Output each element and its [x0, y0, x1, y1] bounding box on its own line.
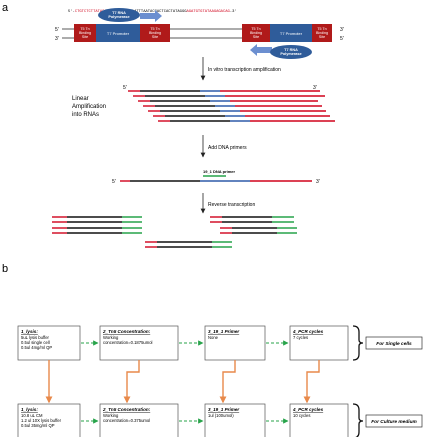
protocol-step-box: [99, 325, 179, 361]
construct-right: 3' 5' T5 Tn Binding Site T7 Promoter T5 …: [242, 24, 344, 59]
polymerase-label: T7 RNA: [284, 48, 298, 52]
group-label: For Single cells: [376, 341, 412, 347]
sequence-prefix: 5'-: [68, 9, 75, 14]
protocol-step-title: 2_Tn5 Concentration:: [102, 407, 151, 412]
flow-orange-arrow: [219, 360, 236, 404]
protocol-step-title: 1_lysis:: [21, 407, 38, 412]
step-label-rt: Reverse transcription: [208, 202, 255, 208]
rna-5prime-label: 5': [123, 85, 127, 91]
sequence-red-end: AGATGTGTATAAGAGACAG: [187, 10, 231, 14]
box-label: Binding: [149, 31, 161, 35]
tn5-binding-site-box: [74, 24, 96, 42]
box-label: Binding: [250, 31, 262, 35]
protocol-step-line: 1.2 ul 10X lysis buffer: [21, 418, 62, 423]
step-label-ivt: In vitro transcription amplification: [208, 67, 281, 73]
primer-annealing: [120, 175, 312, 182]
protocol-step-line: 1ul (100umol): [208, 413, 234, 418]
box-label: Site: [319, 35, 325, 39]
protocol-step-line: 5uL lysis buffer: [21, 335, 50, 340]
box-label: T7 Promoter: [107, 31, 130, 36]
protocol-step-title: 3_19_1 Primer: [208, 407, 239, 412]
panel-label-a: a: [2, 2, 9, 14]
protocol-step-box: [204, 325, 266, 361]
protocol-step-line: concentration=0.1875umol: [103, 340, 153, 345]
protocol-step-title: 2_Tn5 Concentration:: [102, 329, 151, 334]
construct-left-3prime: 3': [55, 36, 59, 42]
sequence-suffix: -3': [230, 9, 237, 14]
protocol-step-box: [204, 403, 266, 437]
protocol-step-title: 1_lysis:: [21, 329, 38, 334]
reverse-transcription-products: [52, 216, 297, 248]
protocol-step-line: concentration=0.375umol: [103, 418, 150, 423]
tn5-binding-site-box: [312, 24, 332, 42]
t7-promoter-box: [270, 24, 312, 42]
tn5-binding-site-box: [140, 24, 170, 42]
box-label: Site: [82, 35, 88, 39]
protocol-step-box: [289, 403, 349, 437]
t7-polymerase-shape: [98, 8, 140, 22]
group-brace: [352, 403, 364, 437]
transcription-direction-arrow: [250, 44, 272, 56]
protocol-step-line: Working: [103, 413, 119, 418]
construct-left-5prime: 5': [55, 27, 59, 33]
step-label-primers: Add DNA primers: [208, 145, 247, 151]
protocol-step-box: [99, 403, 179, 437]
group-label: For Culture medium: [371, 419, 417, 425]
protocol-step-title: 3_19_1 Primer: [208, 329, 239, 334]
box-label: T5 Tn: [80, 27, 89, 31]
protocol-step-line: None: [208, 335, 219, 340]
group-brace: [352, 325, 364, 361]
polymerase-label: Polymerase: [108, 15, 129, 19]
box-label: T5 Tn: [150, 27, 159, 31]
box-label: T5 Tn: [317, 27, 326, 31]
protocol-step-box: [17, 403, 81, 437]
protocol-step-line: 7 cycles: [293, 335, 308, 340]
primer-label: 19_1 DNA primer: [203, 169, 236, 174]
box-label: Site: [253, 35, 259, 39]
rna-5prime-label: 5': [112, 179, 116, 185]
construct-right-5prime: 5': [340, 36, 344, 42]
protocol-step-line: 0.5ul 35mg/ml QP: [21, 423, 55, 428]
sequence-red-start: CTGTCTCTTATACACATCT: [75, 10, 119, 14]
protocol-step-line: 10.8 uL CM: [21, 413, 43, 418]
panel-label-b: b: [2, 263, 8, 275]
construct-right-3prime: 3': [340, 27, 344, 33]
group-label-box: [365, 336, 423, 350]
protocol-step-title: 4_PCR cycles: [292, 329, 324, 334]
box-label: Site: [152, 35, 158, 39]
t7-polymerase-shape: [270, 45, 312, 59]
protocol-step-box: [17, 325, 81, 361]
rna-strands: [128, 90, 335, 122]
protocol-step-title: 4_PCR cycles: [292, 407, 324, 412]
sequence-middle: GAACAGAATTTAATACGACTCACTATAGGG: [118, 10, 187, 14]
protocol-step-line: 10 cycles: [293, 413, 310, 418]
linear-amplification-label: Linear Amplification into RNAs: [72, 96, 108, 118]
polymerase-label: Polymerase: [280, 52, 301, 56]
adapter-sequence: 5'-CTGTCTCTTATACACATCTGAACAGAATTTAATACGA…: [68, 9, 237, 14]
protocol-step-line: Working: [103, 335, 119, 340]
box-label: T5 Tn: [251, 27, 260, 31]
t7-promoter-box: [96, 24, 140, 42]
construct-left: 5' 3' T5 Tn Binding Site T7 Promoter T5 …: [55, 8, 330, 42]
polymerase-label: T7 RNA: [112, 11, 126, 15]
transcription-direction-arrow: [140, 10, 162, 22]
tn5-binding-site-box: [242, 24, 270, 42]
box-label: T7 Promoter: [280, 31, 303, 36]
flow-orange-arrow: [303, 360, 320, 404]
flow-orange-arrow: [123, 360, 140, 404]
protocol-step-line: 0.5ul 4mg/ml QP: [21, 345, 52, 350]
rna-3prime-label: 3': [313, 85, 317, 91]
rna-3prime-label: 3': [316, 179, 320, 185]
protocol-step-line: 0.5ul single cell: [21, 340, 50, 345]
box-label: Binding: [79, 31, 91, 35]
box-label: Binding: [316, 31, 328, 35]
group-label-box: [365, 414, 423, 428]
